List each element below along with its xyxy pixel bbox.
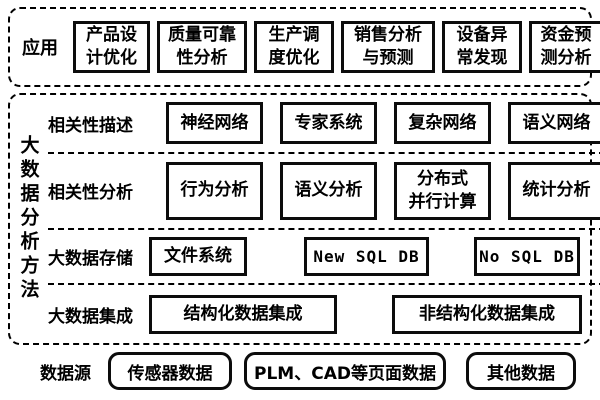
app-box-sales-forecast: 销售分析 与预测 xyxy=(341,21,435,73)
bigdata-methods-rows: 相关性描述 神经网络 专家系统 复杂网络 语义网络 相关性分析 行为分析 语义分… xyxy=(48,95,600,343)
data-source-section: 数据源 传感器数据 PLM、CAD等页面数据 其他数据 xyxy=(8,348,592,394)
box-distributed-parallel-computing: 分布式 并行计算 xyxy=(394,161,491,220)
app-box-fund-forecast: 资金预 测分析 xyxy=(529,21,600,73)
box-no-sql-db: No SQL DB xyxy=(474,237,580,277)
box-other-data: 其他数据 xyxy=(466,352,576,390)
box-semantic-network: 语义网络 xyxy=(508,102,600,145)
box-semantic-analysis: 语义分析 xyxy=(280,161,377,220)
row-bigdata-storage: 大数据存储 文件系统 New SQL DB No SQL DB xyxy=(48,227,600,284)
app-box-equipment-anomaly: 设备异 常发现 xyxy=(442,21,522,73)
app-box-product-design: 产品设 计优化 xyxy=(73,21,150,73)
box-sensor-data: 传感器数据 xyxy=(108,352,232,390)
application-layer-section: 应用 产品设 计优化 质量可靠 性分析 生产调 度优化 销售分析 与预测 设备异… xyxy=(8,7,600,87)
row-bigdata-integration-label: 大数据集成 xyxy=(48,306,133,327)
application-layer-label: 应用 xyxy=(22,38,58,59)
bigdata-methods-section: 大数据分析方法 相关性描述 神经网络 专家系统 复杂网络 语义网络 相关性分析 … xyxy=(8,93,600,345)
box-behavior-analysis: 行为分析 xyxy=(166,161,263,220)
box-plm-cad-page-data: PLM、CAD等页面数据 xyxy=(244,352,446,390)
box-statistical-analysis: 统计分析 xyxy=(508,161,600,220)
box-unstructured-data-integration: 非结构化数据集成 xyxy=(392,294,582,334)
box-neural-network: 神经网络 xyxy=(166,102,263,145)
row-correlation-description-label: 相关性描述 xyxy=(48,115,133,136)
row-correlation-description: 相关性描述 神经网络 专家系统 复杂网络 语义网络 xyxy=(48,95,600,152)
row-bigdata-storage-label: 大数据存储 xyxy=(48,249,133,270)
app-box-production-scheduling: 生产调 度优化 xyxy=(254,21,334,73)
row-correlation-analysis: 相关性分析 行为分析 语义分析 分布式 并行计算 统计分析 xyxy=(48,151,600,228)
app-box-quality-reliability: 质量可靠 性分析 xyxy=(157,21,247,73)
row-bigdata-integration: 大数据集成 结构化数据集成 非结构化数据集成 xyxy=(48,283,600,343)
box-file-system: 文件系统 xyxy=(149,237,247,277)
row-correlation-analysis-label: 相关性分析 xyxy=(48,183,133,204)
data-source-label: 数据源 xyxy=(40,363,91,384)
box-expert-system: 专家系统 xyxy=(280,102,377,145)
box-new-sql-db: New SQL DB xyxy=(304,237,429,277)
box-complex-network: 复杂网络 xyxy=(394,102,491,145)
bigdata-methods-vertical-label: 大数据分析方法 xyxy=(17,135,40,303)
box-structured-data-integration: 结构化数据集成 xyxy=(149,294,337,334)
